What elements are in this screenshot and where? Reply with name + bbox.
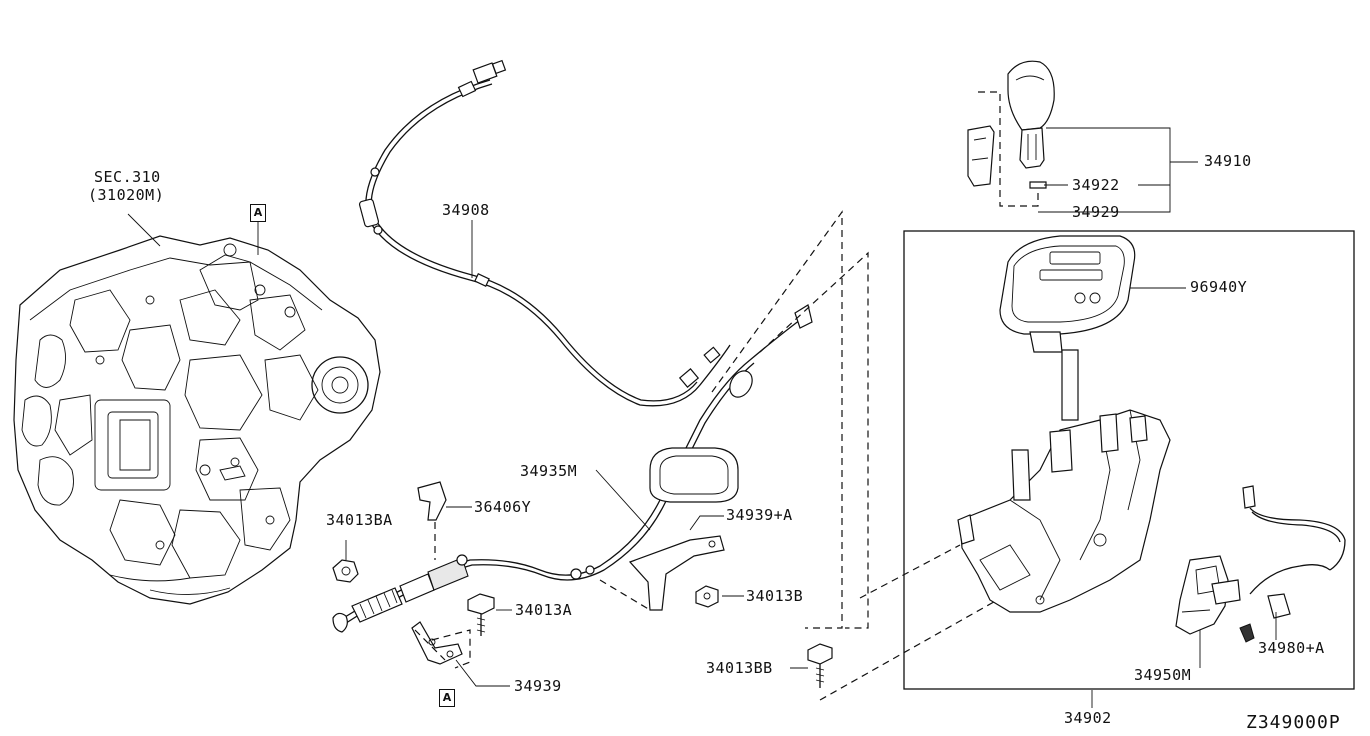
callout-34908[interactable]: 34908 [442, 201, 490, 219]
hardware-illustration [332, 481, 833, 688]
callout-34013A[interactable]: 34013A [515, 601, 573, 619]
assembly-34902-box [903, 230, 1355, 690]
callout-34902[interactable]: 34902 [1064, 709, 1112, 727]
view-marker-top[interactable]: A [250, 204, 266, 222]
shift-cable-34935M-illustration [332, 304, 813, 633]
dashed-reference-lines [414, 91, 1039, 701]
leader-lines [127, 127, 1277, 708]
transmission-section-label: SEC.310 [94, 168, 161, 186]
callout-34922[interactable]: 34922 [1072, 176, 1120, 194]
callout-96940Y[interactable]: 96940Y [1190, 278, 1248, 296]
switch-harness-illustration [1175, 485, 1346, 643]
callout-34935M[interactable]: 34935M [520, 462, 578, 480]
transmission-part-label: (31020M) [88, 186, 165, 204]
callout-34013B[interactable]: 34013B [746, 587, 804, 605]
diagram-reference-code: Z349000P [1246, 712, 1341, 733]
transmission-illustration [13, 235, 381, 605]
callout-34013BB[interactable]: 34013BB [706, 659, 773, 677]
callout-36406Y[interactable]: 36406Y [474, 498, 532, 516]
callout-34939A[interactable]: 34939+A [726, 506, 793, 524]
callout-34939[interactable]: 34939 [514, 677, 562, 695]
callout-34910[interactable]: 34910 [1204, 152, 1252, 170]
callout-34950M[interactable]: 34950M [1134, 666, 1192, 684]
callout-34013BA[interactable]: 34013BA [326, 511, 393, 529]
callout-34929[interactable]: 34929 [1072, 203, 1120, 221]
control-device-illustration [957, 349, 1171, 613]
shift-knob-illustration [967, 60, 1055, 189]
indicator-plate-illustration [999, 235, 1136, 353]
callout-34980A[interactable]: 34980+A [1258, 639, 1325, 657]
cable-34908-illustration [358, 59, 731, 407]
view-marker-bottom[interactable]: A [439, 689, 455, 707]
